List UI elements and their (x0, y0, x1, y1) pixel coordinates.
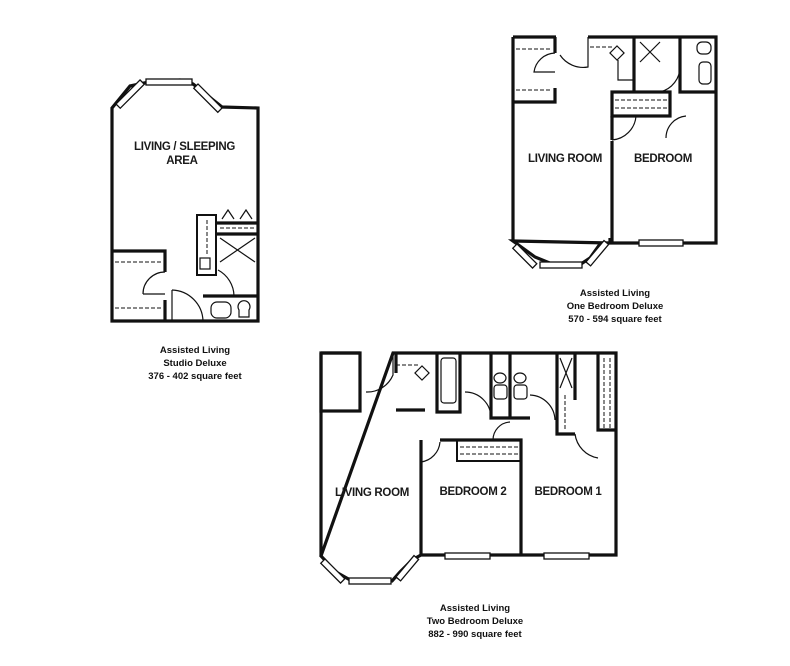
two-bed-bedroom-1-label: BEDROOM 1 (534, 486, 602, 498)
caption-unit: One Bedroom Deluxe (566, 301, 664, 312)
caption-type: Assisted Living (159, 345, 231, 356)
studio-room-label-1: LIVING / SLEEPING (134, 141, 235, 153)
studio-floor-plan (110, 78, 260, 323)
bay-window (511, 239, 684, 269)
caption-area: 570 - 594 square feet (568, 314, 662, 325)
studio-room-label-2: AREA (166, 155, 198, 167)
two-bedroom-floor-plan (319, 351, 618, 585)
caption-type: Assisted Living (579, 288, 651, 299)
caption-unit: Studio Deluxe (163, 358, 227, 369)
caption-area: 882 - 990 square feet (428, 629, 522, 640)
two-bed-living-room-label: LIVING ROOM (334, 487, 409, 499)
caption-unit: Two Bedroom Deluxe (426, 616, 524, 627)
one-bed-bedroom-label: BEDROOM (634, 153, 692, 165)
bay-window (319, 552, 590, 585)
one-bedroom-floor-plan (507, 35, 718, 269)
one-bed-living-room-label: LIVING ROOM (527, 153, 602, 165)
two-bedroom-caption: Assisted Living Two Bedroom Deluxe 882 -… (400, 602, 550, 641)
caption-type: Assisted Living (439, 603, 511, 614)
two-bed-bedroom-2-label: BEDROOM 2 (439, 486, 507, 498)
caption-area: 376 - 402 square feet (148, 371, 242, 382)
one-bedroom-caption: Assisted Living One Bedroom Deluxe 570 -… (540, 287, 690, 326)
studio-caption: Assisted Living Studio Deluxe 376 - 402 … (120, 344, 270, 383)
bay-window (115, 78, 223, 114)
